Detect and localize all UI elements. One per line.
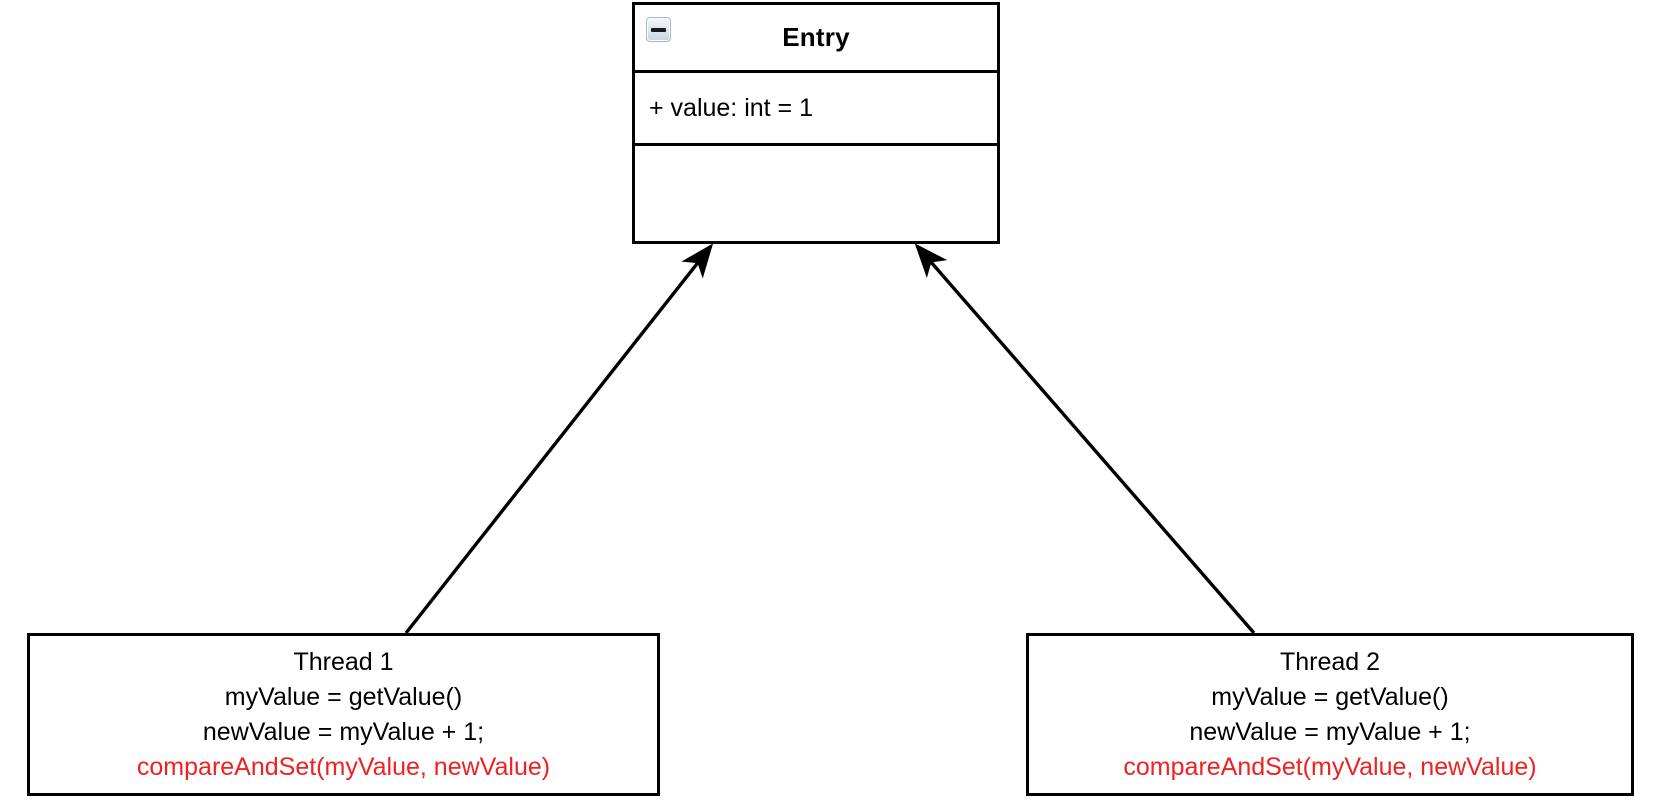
thread-1-statement-3: compareAndSet(myValue, newValue) — [136, 752, 551, 781]
connector-thread1-to-entry — [404, 243, 714, 635]
uml-class-header: Entry — [635, 5, 997, 73]
connector-thread2-to-entry — [914, 243, 1256, 635]
thread-1-title: Thread 1 — [293, 647, 394, 676]
uml-class-name: Entry — [782, 22, 850, 52]
thread-2-title: Thread 2 — [1279, 647, 1381, 676]
minus-bar — [651, 27, 666, 32]
uml-class-entry[interactable]: Entry + value: int = 1 — [632, 2, 1000, 244]
thread-2-statement-3: compareAndSet(myValue, newValue) — [1123, 752, 1537, 781]
thread-2-statement-1: myValue = getValue() — [1211, 682, 1449, 711]
minus-collapse-icon[interactable] — [646, 17, 671, 42]
thread-2-note[interactable]: Thread 2 myValue = getValue() newValue =… — [1026, 633, 1634, 796]
uml-attribute-row: + value: int = 1 — [649, 93, 814, 122]
uml-attributes-compartment: + value: int = 1 — [635, 73, 997, 146]
thread-1-note[interactable]: Thread 1 myValue = getValue() newValue =… — [27, 633, 660, 796]
uml-operations-compartment — [635, 146, 997, 242]
thread-1-statement-2: newValue = myValue + 1; — [202, 717, 485, 746]
thread-1-statement-1: myValue = getValue() — [224, 682, 463, 711]
thread-2-statement-2: newValue = myValue + 1; — [1189, 717, 1471, 746]
